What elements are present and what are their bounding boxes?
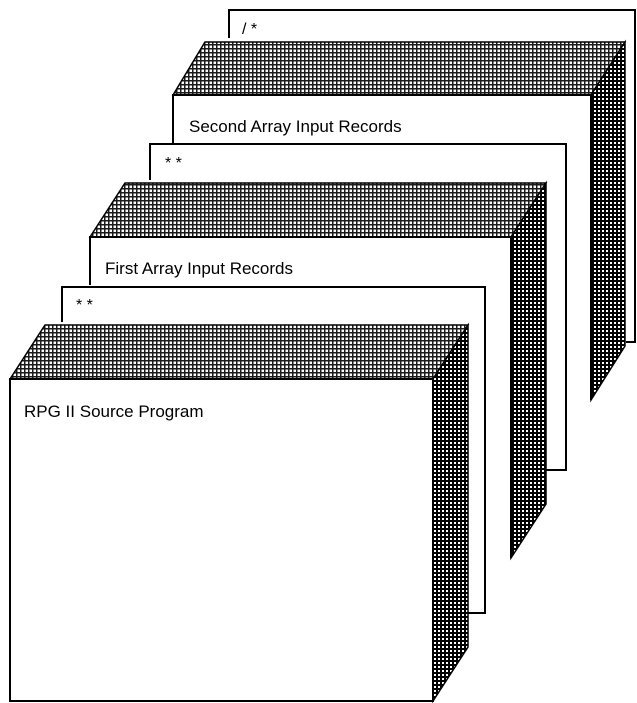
source-program-deck-label: RPG II Source Program <box>24 402 204 421</box>
second-array-deck-top <box>171 41 627 96</box>
first-array-separator-card-marker: * * <box>76 297 93 314</box>
source-program-deck-top <box>8 324 470 380</box>
second-array-deck-side <box>590 39 626 403</box>
first-array-deck-top <box>88 182 548 238</box>
second-array-deck-label: Second Array Input Records <box>189 117 402 136</box>
job-end-card-marker: / * <box>242 21 257 38</box>
second-array-separator-card-marker: * * <box>165 155 182 172</box>
source-program-deck: RPG II Source Program <box>8 322 470 703</box>
first-array-deck-label: First Array Input Records <box>105 259 293 278</box>
first-array-deck-side <box>510 180 547 561</box>
source-program-deck-side <box>432 322 469 703</box>
source-program-deck-front <box>9 378 434 702</box>
